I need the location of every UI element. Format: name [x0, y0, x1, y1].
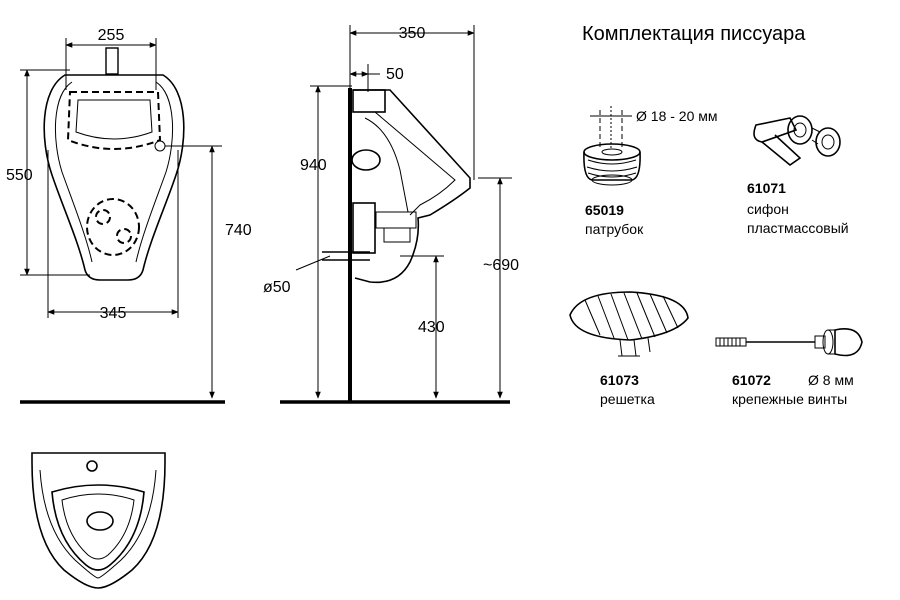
dim-940: 940 — [300, 157, 327, 174]
part-61072-code: 61072 — [732, 372, 771, 388]
front-view: 255 550 345 740 — [6, 27, 252, 404]
title: Комплектация писсуара — [582, 23, 806, 45]
part-65019: Ø 18 - 20 мм 65019 патрубок — [583, 106, 718, 237]
part-61071-code: 61071 — [747, 180, 786, 196]
side-body-outline — [353, 89, 471, 284]
part-61072-spec: Ø 8 мм — [808, 372, 854, 388]
part-61071: 61071 сифон пластмассовый — [747, 115, 849, 236]
dim-345: 345 — [100, 305, 127, 322]
connector-icon — [583, 106, 641, 186]
dim-690: ~690 — [483, 257, 519, 274]
top-view — [31, 452, 166, 589]
dim-pipe-50: ø50 — [263, 279, 291, 296]
front-outlet-dashed — [86, 198, 140, 256]
dim-430: 430 — [418, 319, 445, 336]
dim-50: 50 — [386, 66, 404, 83]
part-61072: 61072 Ø 8 мм крепежные винты — [715, 328, 863, 407]
dim-350: 350 — [399, 25, 426, 42]
side-view: 350 50 940 ø50 ~690 430 — [263, 25, 519, 404]
dim-550: 550 — [6, 167, 33, 184]
screws-icon — [715, 328, 863, 357]
dim-740: 740 — [225, 222, 252, 239]
top-bowl — [51, 484, 145, 571]
siphon-icon — [753, 115, 841, 167]
front-inlet-stem — [105, 47, 119, 75]
part-65019-spec: Ø 18 - 20 мм — [636, 108, 718, 124]
front-body-inner — [55, 81, 173, 263]
grate-icon — [569, 291, 689, 357]
front-bowl-dashed — [66, 91, 162, 150]
part-61073-name: решетка — [600, 391, 655, 407]
part-61073-code: 61073 — [600, 372, 639, 388]
top-body-outline — [31, 452, 166, 589]
part-61073: 61073 решетка — [569, 291, 689, 407]
dim-255: 255 — [98, 27, 125, 44]
part-61071-name-2: пластмассовый — [747, 220, 849, 236]
part-65019-code: 65019 — [585, 202, 624, 218]
part-61072-name: крепежные винты — [732, 391, 847, 407]
front-body-outline — [43, 74, 185, 281]
part-65019-name: патрубок — [585, 221, 644, 237]
top-inlet-hole — [86, 460, 98, 472]
part-61071-name-1: сифон — [747, 201, 789, 217]
